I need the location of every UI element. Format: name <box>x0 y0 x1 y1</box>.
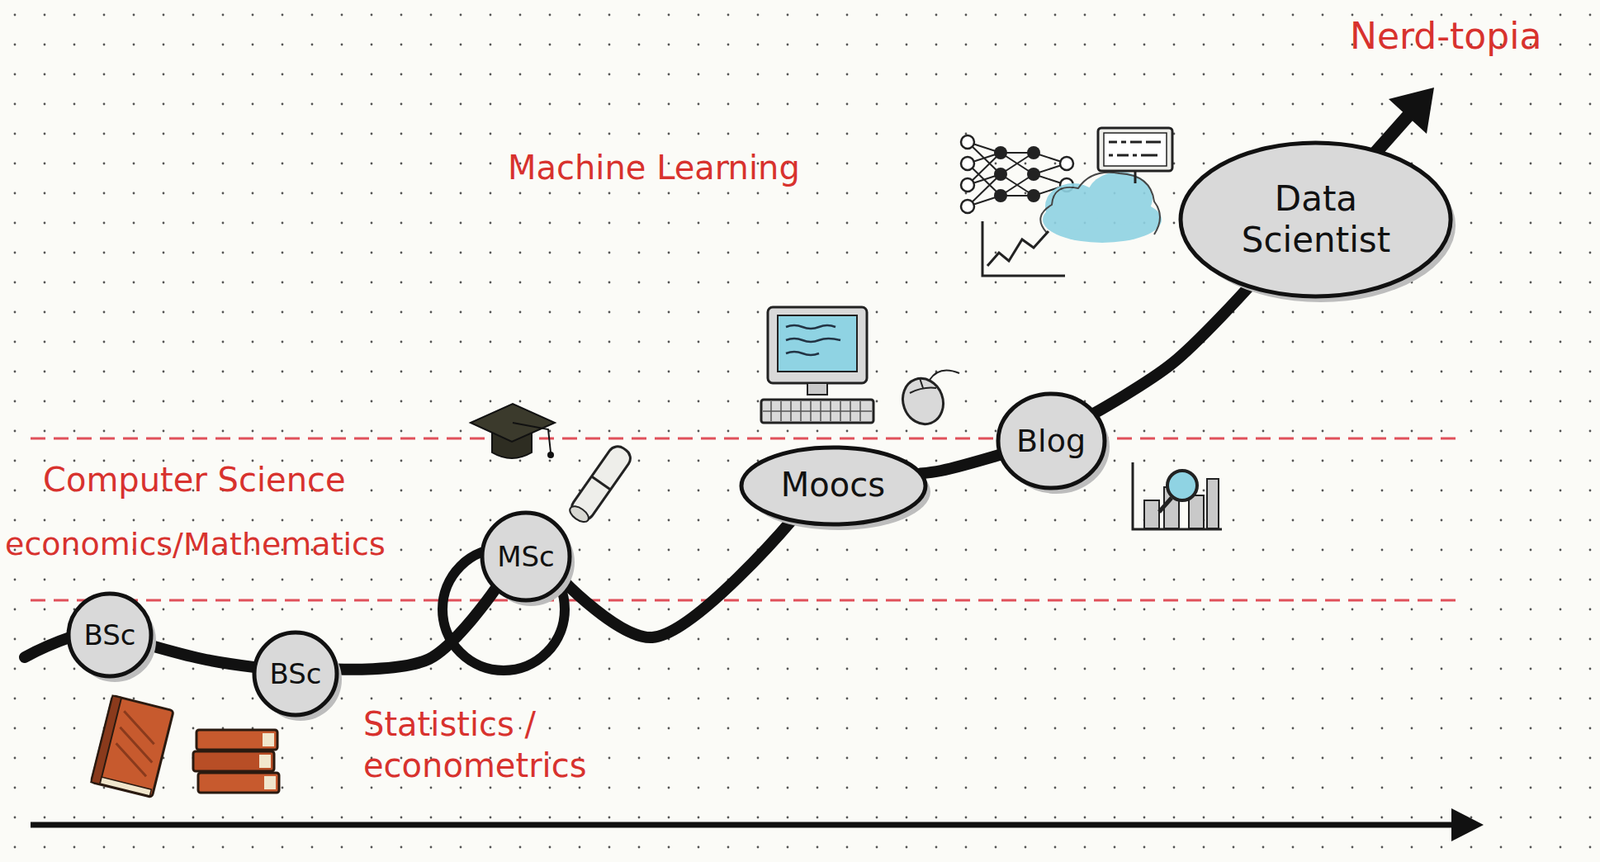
monitor-stand <box>807 383 828 395</box>
neuron <box>960 135 975 149</box>
field-label: economics/Mathematics <box>4 525 386 565</box>
computer-icon <box>761 307 874 423</box>
keyboard <box>761 399 874 423</box>
cap-board <box>470 403 555 442</box>
axis-arrowhead <box>1451 808 1484 842</box>
book-icon <box>90 695 174 797</box>
career-path <box>149 645 255 668</box>
node-fill <box>998 393 1105 488</box>
node-text: Blog <box>1016 422 1086 460</box>
book-spine <box>90 695 122 784</box>
analytics-icon <box>1132 462 1222 530</box>
neuron <box>960 156 975 171</box>
degree-circle: BSc <box>66 591 154 679</box>
book-pages <box>264 776 276 790</box>
book-pages <box>99 776 152 796</box>
diploma-icon <box>566 442 635 526</box>
neuron <box>960 199 975 214</box>
diploma-end <box>567 502 592 525</box>
band-divider <box>30 599 1459 602</box>
bar <box>1207 478 1219 529</box>
magnifier-handle <box>1159 497 1172 512</box>
node-text: Moocs <box>781 465 886 505</box>
node-text: BSc <box>83 618 136 652</box>
cloud-outline <box>1040 172 1160 235</box>
goal-ellipse: Data Scientist <box>1178 140 1454 299</box>
node-text: Data Scientist <box>1225 178 1407 261</box>
monitor <box>767 307 867 384</box>
keyboard-keys <box>762 401 872 422</box>
milestone-ellipse: Moocs <box>738 444 928 527</box>
book <box>196 729 278 750</box>
book <box>198 772 280 793</box>
chart-line <box>987 231 1049 266</box>
mouse-icon <box>896 369 960 430</box>
node-text: MSc <box>497 539 555 573</box>
field-label: Computer Science <box>42 459 346 501</box>
neuron <box>1027 189 1041 203</box>
screen-lines <box>785 325 841 356</box>
neuron <box>994 146 1008 160</box>
graduation-cap-icon <box>470 403 555 459</box>
neuron <box>994 167 1008 181</box>
mouse-cord <box>929 369 960 380</box>
magnifier <box>1167 470 1198 501</box>
goal-label: Nerd-topia <box>1349 13 1542 59</box>
band-divider <box>30 437 1459 441</box>
chart-axes <box>1132 462 1222 530</box>
neuron <box>1027 167 1041 181</box>
diploma-ribbon <box>591 476 611 490</box>
degree-circle: MSc <box>479 510 573 603</box>
bar <box>1144 500 1160 529</box>
mouse-body <box>896 372 950 430</box>
neuron <box>1060 156 1074 171</box>
cap-tassel <box>512 422 551 453</box>
bar <box>1188 495 1204 529</box>
career-path <box>336 588 497 670</box>
mouse-buttons <box>909 378 937 393</box>
screen-digits <box>1108 142 1161 156</box>
chart-axes <box>982 221 1066 276</box>
field-label: Statistics / econometrics <box>363 703 644 786</box>
screen <box>777 315 857 372</box>
book-stack-icon <box>193 729 280 793</box>
tassel-end <box>547 451 554 459</box>
neuron <box>1027 146 1041 160</box>
book-pages <box>262 733 275 747</box>
career-path <box>920 454 1000 474</box>
neuron <box>994 189 1008 203</box>
milestone-ellipse: Blog <box>995 391 1108 491</box>
degree-circle: BSc <box>251 629 340 718</box>
book-hatch <box>109 710 163 777</box>
node-fill <box>482 512 570 601</box>
book-cover <box>90 695 174 797</box>
career-path <box>1093 286 1250 414</box>
server-screen-icon <box>1098 127 1173 184</box>
book <box>193 751 275 772</box>
field-label: Machine Learning <box>507 146 800 189</box>
node-fill <box>68 593 152 677</box>
node-fill <box>1180 142 1451 297</box>
node-fill <box>741 447 926 525</box>
line-chart-icon <box>982 221 1066 276</box>
time-axis <box>30 822 1458 829</box>
screen-frame <box>1098 127 1173 171</box>
screen-stem <box>1134 170 1137 184</box>
node-fill <box>254 632 337 715</box>
book-pages <box>259 754 271 768</box>
screen-panel <box>1103 132 1167 166</box>
neuron <box>960 178 975 192</box>
node-text: BSc <box>269 657 322 691</box>
path-arrowhead <box>1388 87 1435 134</box>
cloud-icon <box>1040 171 1162 243</box>
career-path <box>563 520 793 638</box>
